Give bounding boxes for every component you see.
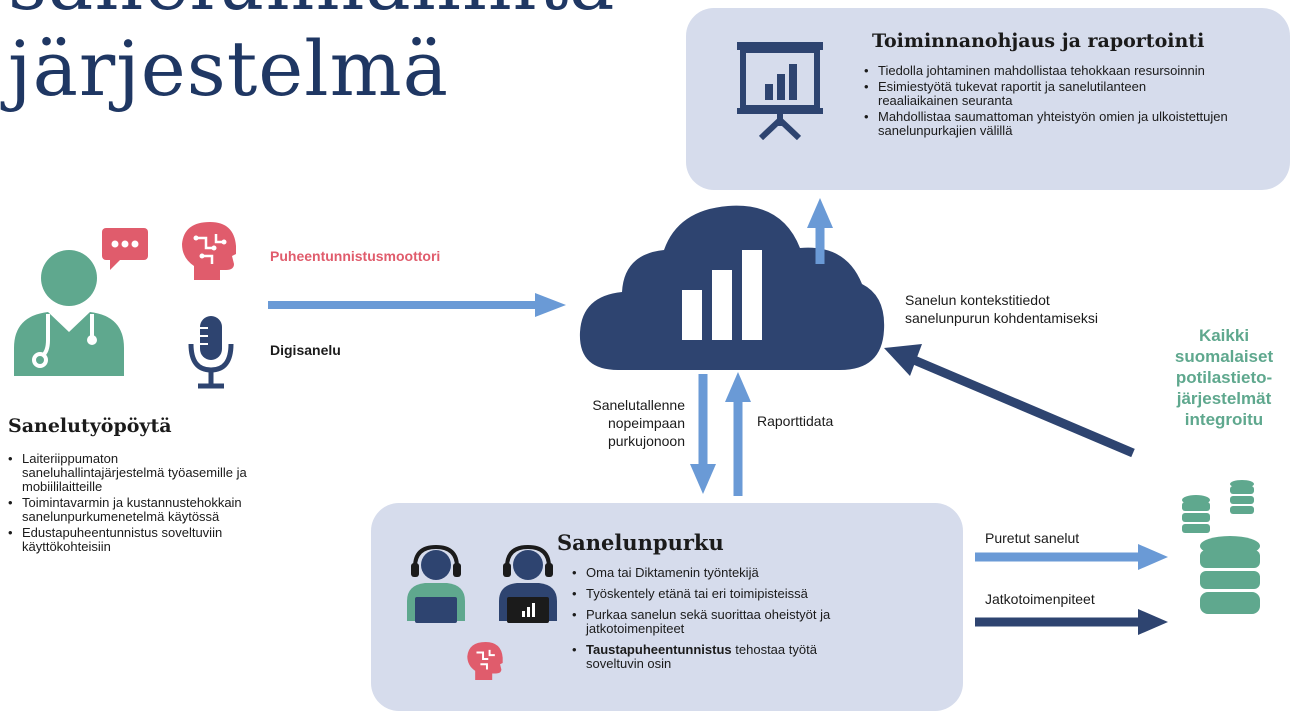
- background-recognition-term: Taustapuheentunnistus: [586, 642, 732, 657]
- brain-head-icon: [182, 222, 236, 280]
- recording-line-1: Sanelutallenne: [592, 397, 685, 413]
- desktop-bullet: Laiteriippumaton saneluhallintajärjestel…: [8, 452, 252, 494]
- reporting-bullet: Mahdollistaa saumattoman yhteistyön omie…: [864, 110, 1228, 138]
- context-label: Sanelun kontekstitiedot sanelunpurun koh…: [905, 291, 1098, 327]
- transcription-bullet: Oma tai Diktamenin työntekijä: [572, 566, 872, 581]
- doctor-icon: [14, 250, 124, 376]
- integration-label: Kaikki suomalaiset potilastieto- järjest…: [1160, 325, 1288, 430]
- cloud-server-icon: [579, 205, 885, 370]
- desktop-title: Sanelutyöpöytä: [8, 415, 172, 437]
- integration-line-3: potilastieto-: [1175, 368, 1273, 387]
- reporting-list: Tiedolla johtaminen mahdollistaa tehokka…: [864, 64, 1282, 140]
- context-line-1: Sanelun kontekstitiedot: [905, 292, 1050, 308]
- presentation-board-icon: [737, 42, 823, 140]
- database-icon: [1182, 480, 1260, 614]
- report-data-label: Raporttidata: [757, 413, 834, 429]
- transcribed-label: Puretut sanelut: [985, 530, 1080, 546]
- brain-head-small-icon: [467, 642, 503, 680]
- integration-line-1: Kaikki: [1198, 326, 1250, 345]
- transcription-bullet: Purkaa sanelun sekä suorittaa oheistyöt …: [572, 608, 876, 636]
- desktop-bullet: Toimintavarmin ja kustannustehokkain san…: [8, 496, 328, 524]
- recording-line-2: nopeimpaan: [607, 415, 685, 431]
- transcription-list: Oma tai Diktamenin työntekijä Työskentel…: [572, 566, 872, 673]
- arrow-context: [912, 355, 1135, 458]
- context-line-2: sanelunpurun kohdentamiseksi: [905, 310, 1099, 326]
- reporting-title: Toiminnanohjaus ja raportointi: [872, 30, 1205, 52]
- transcription-bullet-background-recognition: Taustapuheentunnistus tehostaa työtä sov…: [572, 643, 846, 671]
- digital-dictation-label: Digisanelu: [270, 342, 341, 358]
- background-recognition-text: tehostaa työtä soveltuvin osin: [586, 642, 817, 671]
- integration-line-2: suomalaiset: [1174, 347, 1274, 366]
- recording-label: Sanelutallenne nopeimpaan purkujonoon: [560, 396, 685, 450]
- desktop-bullet: Edustapuheentunnistus soveltuviin käyttö…: [8, 526, 302, 554]
- transcriber-headset-icon: [407, 545, 465, 623]
- integration-line-5: integroitu: [1184, 410, 1264, 429]
- followup-label: Jatkotoimenpiteet: [985, 591, 1095, 607]
- recording-line-3: purkujonoon: [607, 433, 685, 449]
- transcription-title: Sanelunpurku: [557, 530, 724, 555]
- speech-engine-label: Puheentunnistusmoottori: [270, 248, 441, 264]
- transcriber-laptop-icon: [499, 545, 557, 623]
- desktop-list: Laiteriippumaton saneluhallintajärjestel…: [8, 452, 328, 556]
- title-line-2: järjestelmä: [8, 24, 449, 113]
- microphone-icon: [188, 316, 234, 389]
- transcription-bullet: Työskentely etänä tai eri toimipisteissä: [572, 587, 872, 602]
- title-line-1: sanelunhallinta-: [8, 0, 642, 27]
- page-title: sanelunhallinta- järjestelmä: [8, 0, 642, 112]
- chat-bubble-icon: [102, 228, 148, 270]
- reporting-bullet: Tiedolla johtaminen mahdollistaa tehokka…: [864, 64, 1282, 79]
- integration-line-4: järjestelmät: [1176, 389, 1272, 408]
- reporting-bullet: Esimiestyötä tukevat raportit ja sanelut…: [864, 80, 1228, 108]
